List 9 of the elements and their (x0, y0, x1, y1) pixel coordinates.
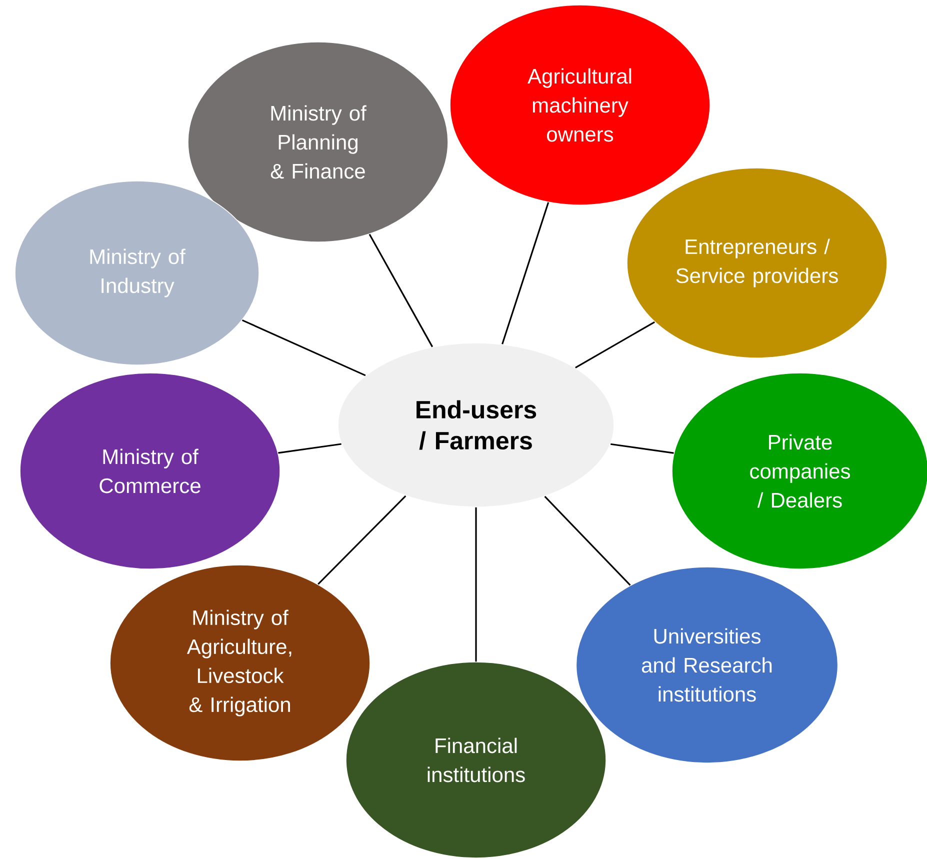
connector-line (575, 321, 655, 368)
connector-line (278, 443, 342, 454)
connector-line (502, 202, 550, 344)
connector-line (242, 319, 366, 376)
connector-line (475, 507, 477, 662)
connector-line (318, 495, 406, 585)
connector-line (368, 234, 434, 348)
connector-line (544, 496, 631, 586)
connector-line (610, 443, 674, 454)
